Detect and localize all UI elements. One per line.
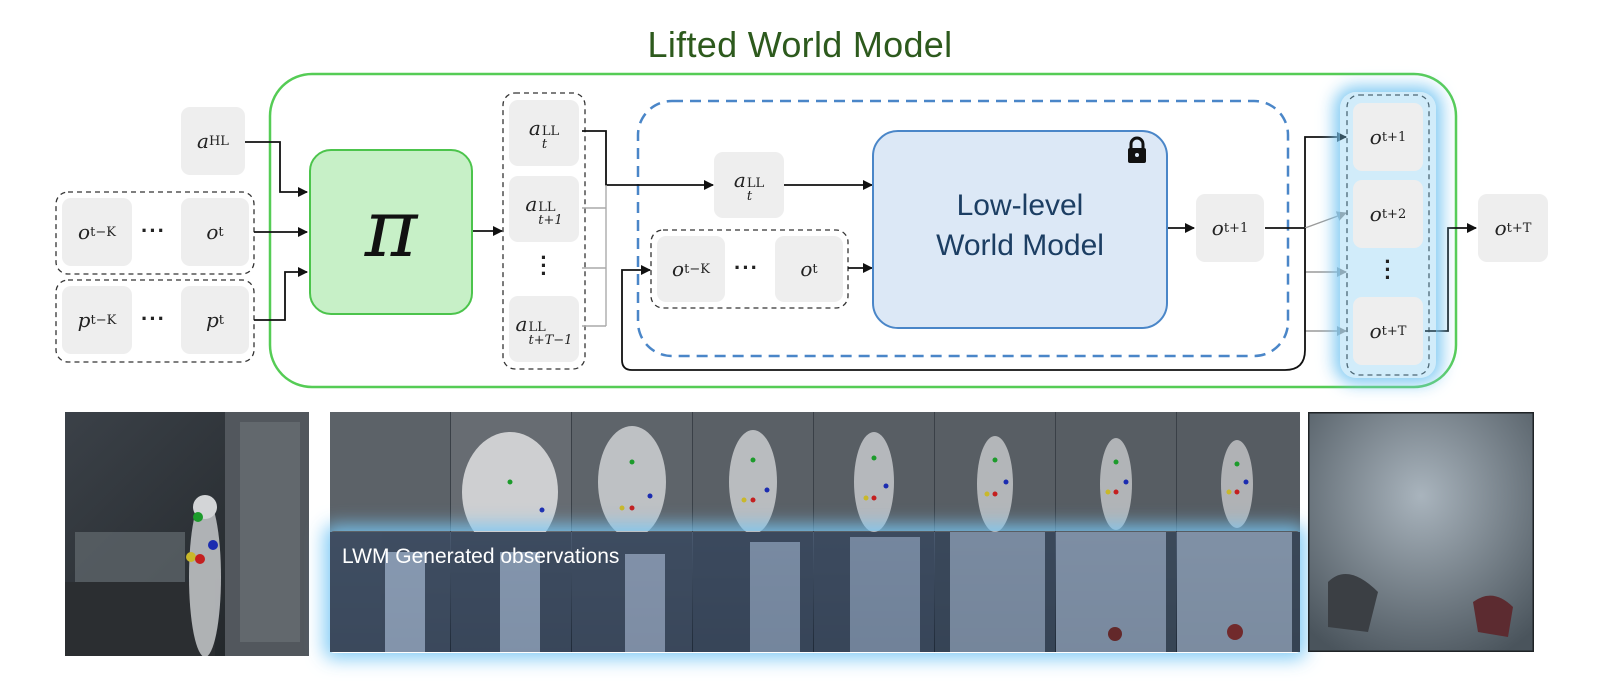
sequence-top-frames <box>330 412 1300 532</box>
generated-frames <box>330 532 1300 652</box>
ll-action-column-frame <box>502 92 586 370</box>
sequence-top-row <box>330 412 1300 532</box>
policy-symbol: π <box>364 181 418 275</box>
diagram-title: Lifted World Model <box>647 24 953 65</box>
generated-observations-caption: LWM Generated observations <box>342 545 620 568</box>
prop-ellipsis: ··· <box>141 306 166 331</box>
input-observation-image <box>65 412 309 656</box>
predicted-column-frame <box>1346 94 1430 376</box>
world-model-label: Low-level World Model <box>936 189 1104 262</box>
lock-icon <box>1128 136 1146 163</box>
lifted-world-model-frame <box>268 72 1458 389</box>
ll-action-vertical-ellipsis: ··· <box>540 245 548 286</box>
wm-observation-group-frame <box>650 229 849 309</box>
generated-observations-row <box>330 532 1300 652</box>
wm-obs-ellipsis: ··· <box>734 255 759 280</box>
policy-box: π <box>309 149 473 315</box>
obs-ellipsis: ··· <box>141 218 166 243</box>
final-observation-image <box>1308 412 1534 652</box>
low-level-world-model-box: Low-level World Model <box>872 130 1168 329</box>
skeleton-keypoints <box>507 455 1249 513</box>
pred-vertical-ellipsis: ··· <box>1384 249 1392 290</box>
